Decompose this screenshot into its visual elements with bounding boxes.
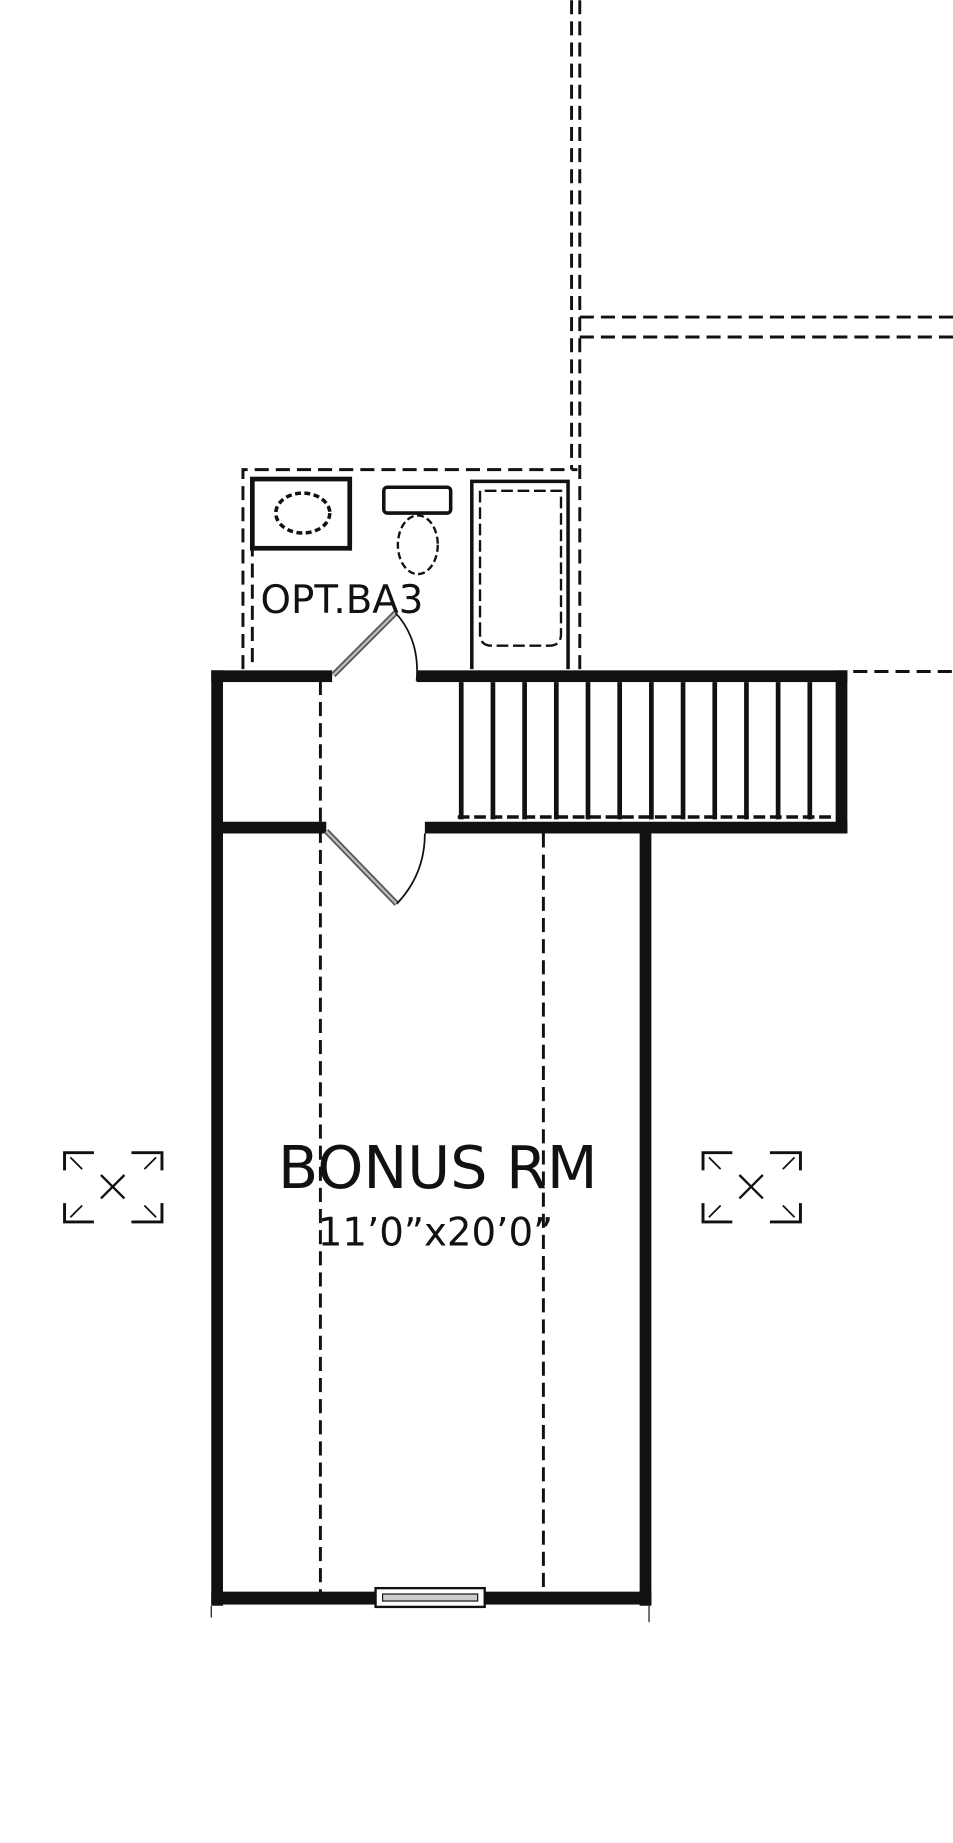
room-dimensions: 11’0”x20’0” bbox=[318, 1210, 553, 1255]
sink bbox=[249, 476, 353, 551]
window bbox=[374, 1586, 486, 1609]
ceiling-fan-icon bbox=[701, 1151, 802, 1224]
bathtub bbox=[470, 479, 570, 670]
closet-door[interactable] bbox=[324, 829, 426, 906]
walls bbox=[211, 670, 848, 1606]
room-name: BONUS RM bbox=[278, 1134, 598, 1202]
optional-bath-outline bbox=[241, 468, 578, 670]
bath-door[interactable] bbox=[331, 610, 418, 681]
toilet bbox=[382, 485, 453, 576]
stairs bbox=[457, 682, 836, 820]
ceiling-fan-icon bbox=[63, 1151, 164, 1224]
